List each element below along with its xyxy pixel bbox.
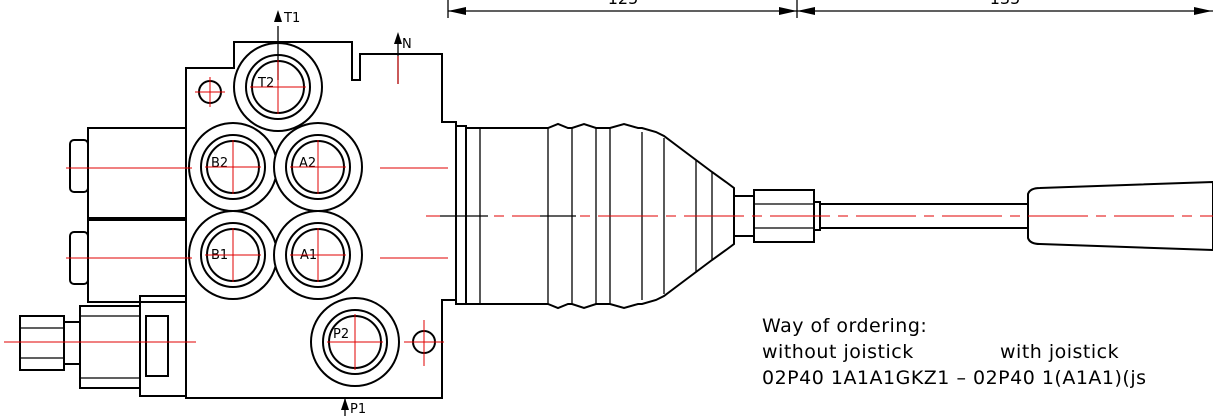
joystick-boot: [465, 122, 735, 310]
lever-handle: [1027, 180, 1213, 252]
t1-label: T1: [283, 11, 300, 26]
n-label: N: [402, 37, 412, 52]
p1-arrow: P1: [341, 398, 366, 416]
left-caps: [69, 127, 187, 303]
port-t2-label: T2: [257, 76, 274, 91]
ordering-without-label: without joistick: [762, 341, 914, 363]
adjusting-screw: [19, 295, 187, 397]
ordering-with-label: with joistick: [1000, 341, 1119, 363]
dimension-right-value: 135: [990, 0, 1021, 8]
port-a2-label: A2: [299, 156, 316, 171]
dimension-line: 125 135: [447, 0, 1213, 18]
p1-label: P1: [350, 402, 366, 416]
port-p2-label: P2: [333, 327, 349, 342]
dimension-left-value: 125: [608, 0, 639, 8]
ordering-note: Way of ordering: without joistick with j…: [762, 315, 1147, 389]
n-arrow: N: [394, 32, 412, 84]
ordering-title: Way of ordering:: [762, 315, 927, 337]
ordering-codes: 02P40 1A1A1GKZ1 – 02P40 1(A1A1)(js: [762, 367, 1147, 389]
port-b2-label: B2: [211, 156, 228, 171]
center-lines: [4, 56, 1213, 370]
